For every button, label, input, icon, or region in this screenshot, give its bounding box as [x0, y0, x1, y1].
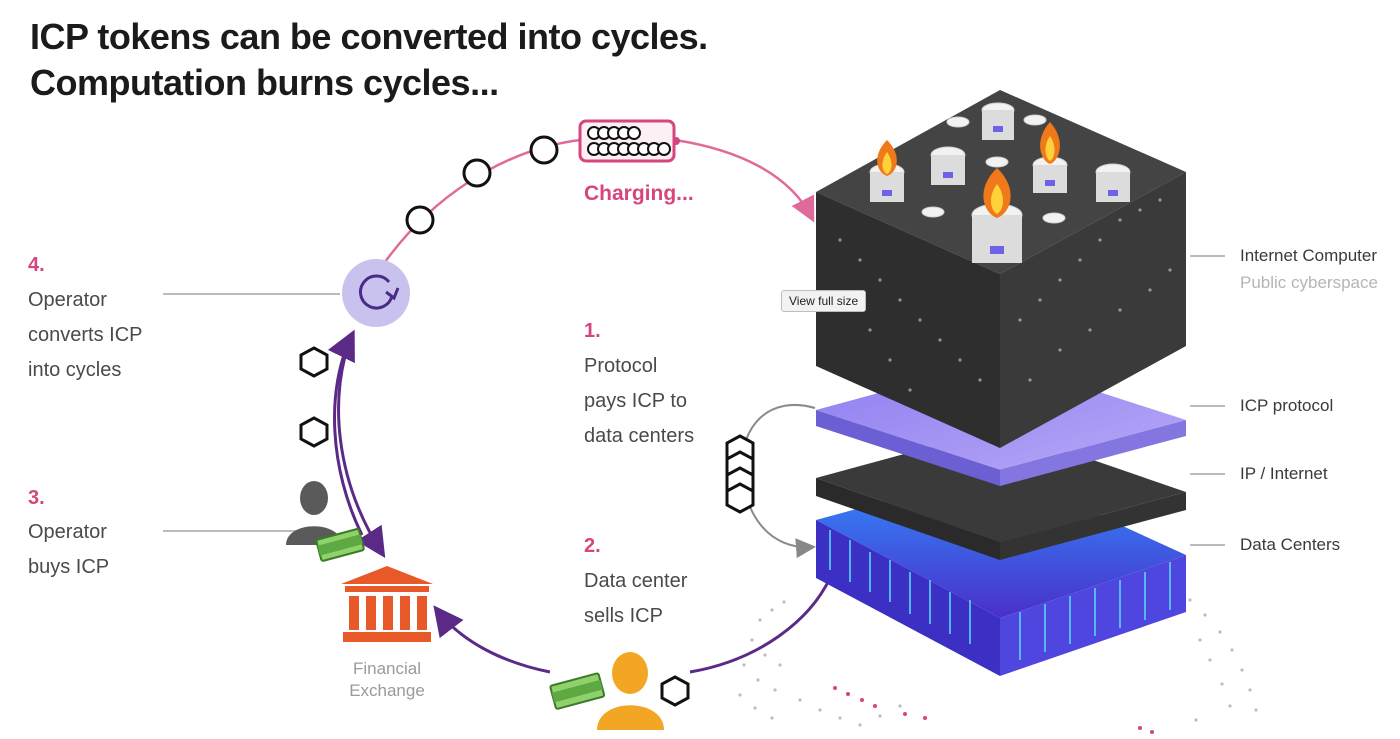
view-full-size-button[interactable]: View full size — [781, 290, 867, 312]
step-2-text: Data center sells ICP — [584, 564, 687, 634]
step-4-line-2: converts ICP — [28, 324, 143, 346]
hexagon-stack-icon — [725, 434, 755, 514]
step-1-line-3: data centers — [584, 425, 695, 447]
hexagon-token-icon — [299, 346, 690, 707]
label-public-cyberspace: Public cyberspace — [1240, 273, 1378, 292]
step-3-text: Operator buys ICP — [28, 515, 109, 585]
step-3-line-2: buys ICP — [28, 556, 110, 578]
step-4-number: 4. — [28, 254, 45, 276]
charging-arrow — [674, 138, 815, 223]
datacenter-person-icon — [597, 652, 664, 730]
title-line-1: ICP tokens can be converted into cycles. — [30, 16, 708, 57]
step-1-line-2: pays ICP to — [584, 390, 688, 412]
step-4-text: Operator converts ICP into cycles — [28, 283, 142, 388]
step-2-number: 2. — [584, 535, 601, 557]
label-icp-protocol: ICP protocol — [1240, 396, 1334, 415]
battery-icon — [578, 119, 676, 163]
step-2-line-1: Data center — [584, 570, 688, 592]
slide-title: ICP tokens can be converted into cycles.… — [30, 14, 708, 106]
exchange-line-1: Financial — [352, 659, 422, 678]
internet-computer-cube — [816, 90, 1186, 448]
bank-icon — [341, 566, 433, 642]
step-3-line-1: Operator — [28, 521, 107, 543]
step-1-number: 1. — [584, 320, 601, 342]
cash-icon-2 — [549, 672, 606, 710]
step-1-line-1: Protocol — [584, 355, 658, 377]
fire-icon — [877, 122, 1060, 218]
step-2-line-2: sells ICP — [584, 605, 663, 627]
label-internet-computer: Internet Computer — [1240, 246, 1378, 265]
step-4-line-3: into cycles — [28, 359, 122, 381]
step-3-number: 3. — [28, 487, 45, 509]
globe-dots — [738, 598, 1258, 727]
step-1-text: Protocol pays ICP to data centers — [584, 349, 694, 454]
label-data-centers: Data Centers — [1240, 535, 1341, 554]
charging-label: Charging... — [584, 182, 694, 205]
cash-icon — [315, 528, 365, 562]
financial-exchange-label: Financial Exchange — [330, 658, 444, 702]
title-line-2: Computation burns cycles... — [30, 62, 499, 103]
exchange-line-2: Exchange — [349, 681, 425, 700]
cycle-refresh-icon — [342, 259, 410, 327]
cycle-coins — [405, 135, 559, 235]
step-4-line-1: Operator — [28, 289, 107, 311]
label-ip-internet: IP / Internet — [1240, 464, 1328, 483]
globe-pink-dots — [833, 686, 1154, 734]
